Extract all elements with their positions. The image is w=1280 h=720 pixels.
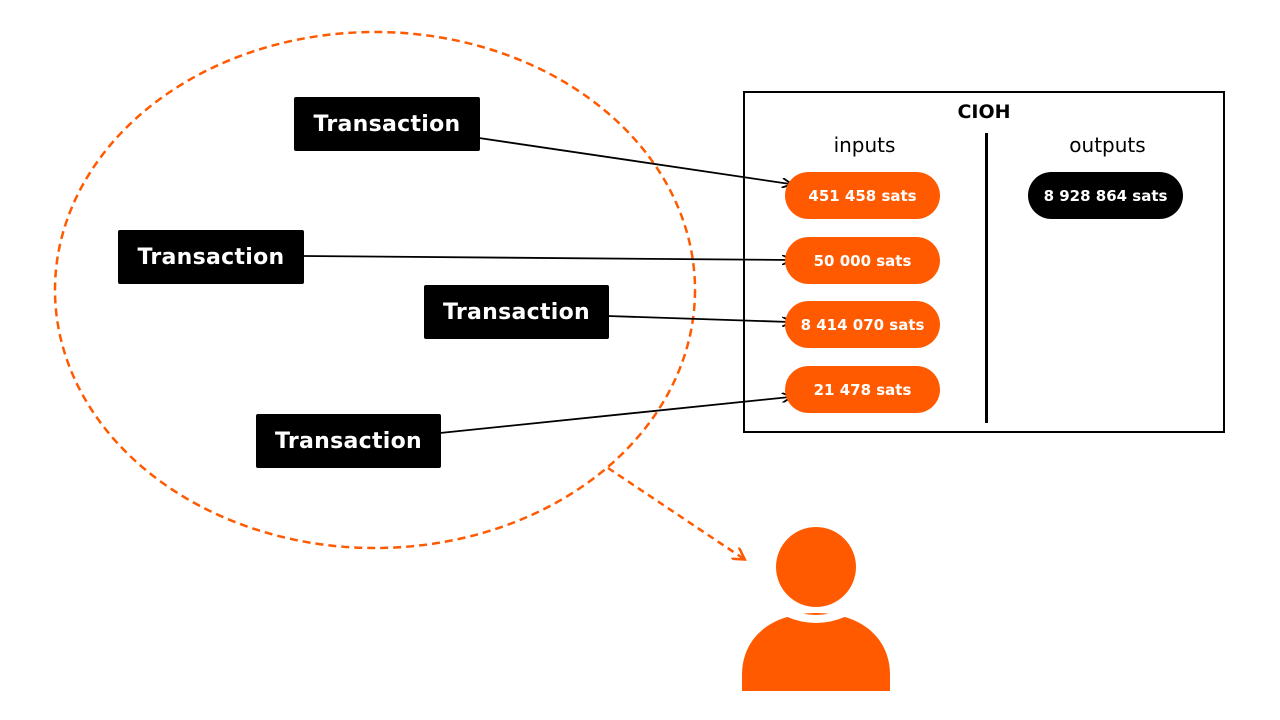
arrow-tx1-input1 (478, 137, 790, 184)
input-amount-pill-2[interactable]: 50 000 sats (785, 237, 940, 284)
cioh-title: CIOH (957, 101, 1011, 123)
transaction-box-3[interactable]: Transaction (424, 285, 609, 339)
arrow-tx4-input4 (439, 397, 790, 434)
arrow-tx2-input2 (302, 256, 790, 260)
inputs-column-label: inputs (833, 133, 896, 157)
address-cluster-ellipse (53, 30, 697, 550)
output-amount-pill-1[interactable]: 8 928 864 sats (1028, 172, 1183, 219)
arrow-tx3-input3 (607, 315, 790, 322)
user-icon (742, 527, 890, 691)
input-amount-pill-1[interactable]: 451 458 sats (785, 172, 940, 219)
outputs-column-label: outputs (1069, 133, 1146, 157)
transaction-box-2[interactable]: Transaction (118, 230, 304, 284)
input-amount-pill-3[interactable]: 8 414 070 sats (785, 301, 940, 348)
transaction-box-4[interactable]: Transaction (256, 414, 441, 468)
input-amount-pill-4[interactable]: 21 478 sats (785, 366, 940, 413)
cluster-to-user-arrow (607, 466, 744, 559)
inputs-outputs-divider (985, 133, 988, 423)
transaction-box-1[interactable]: Transaction (294, 97, 480, 151)
